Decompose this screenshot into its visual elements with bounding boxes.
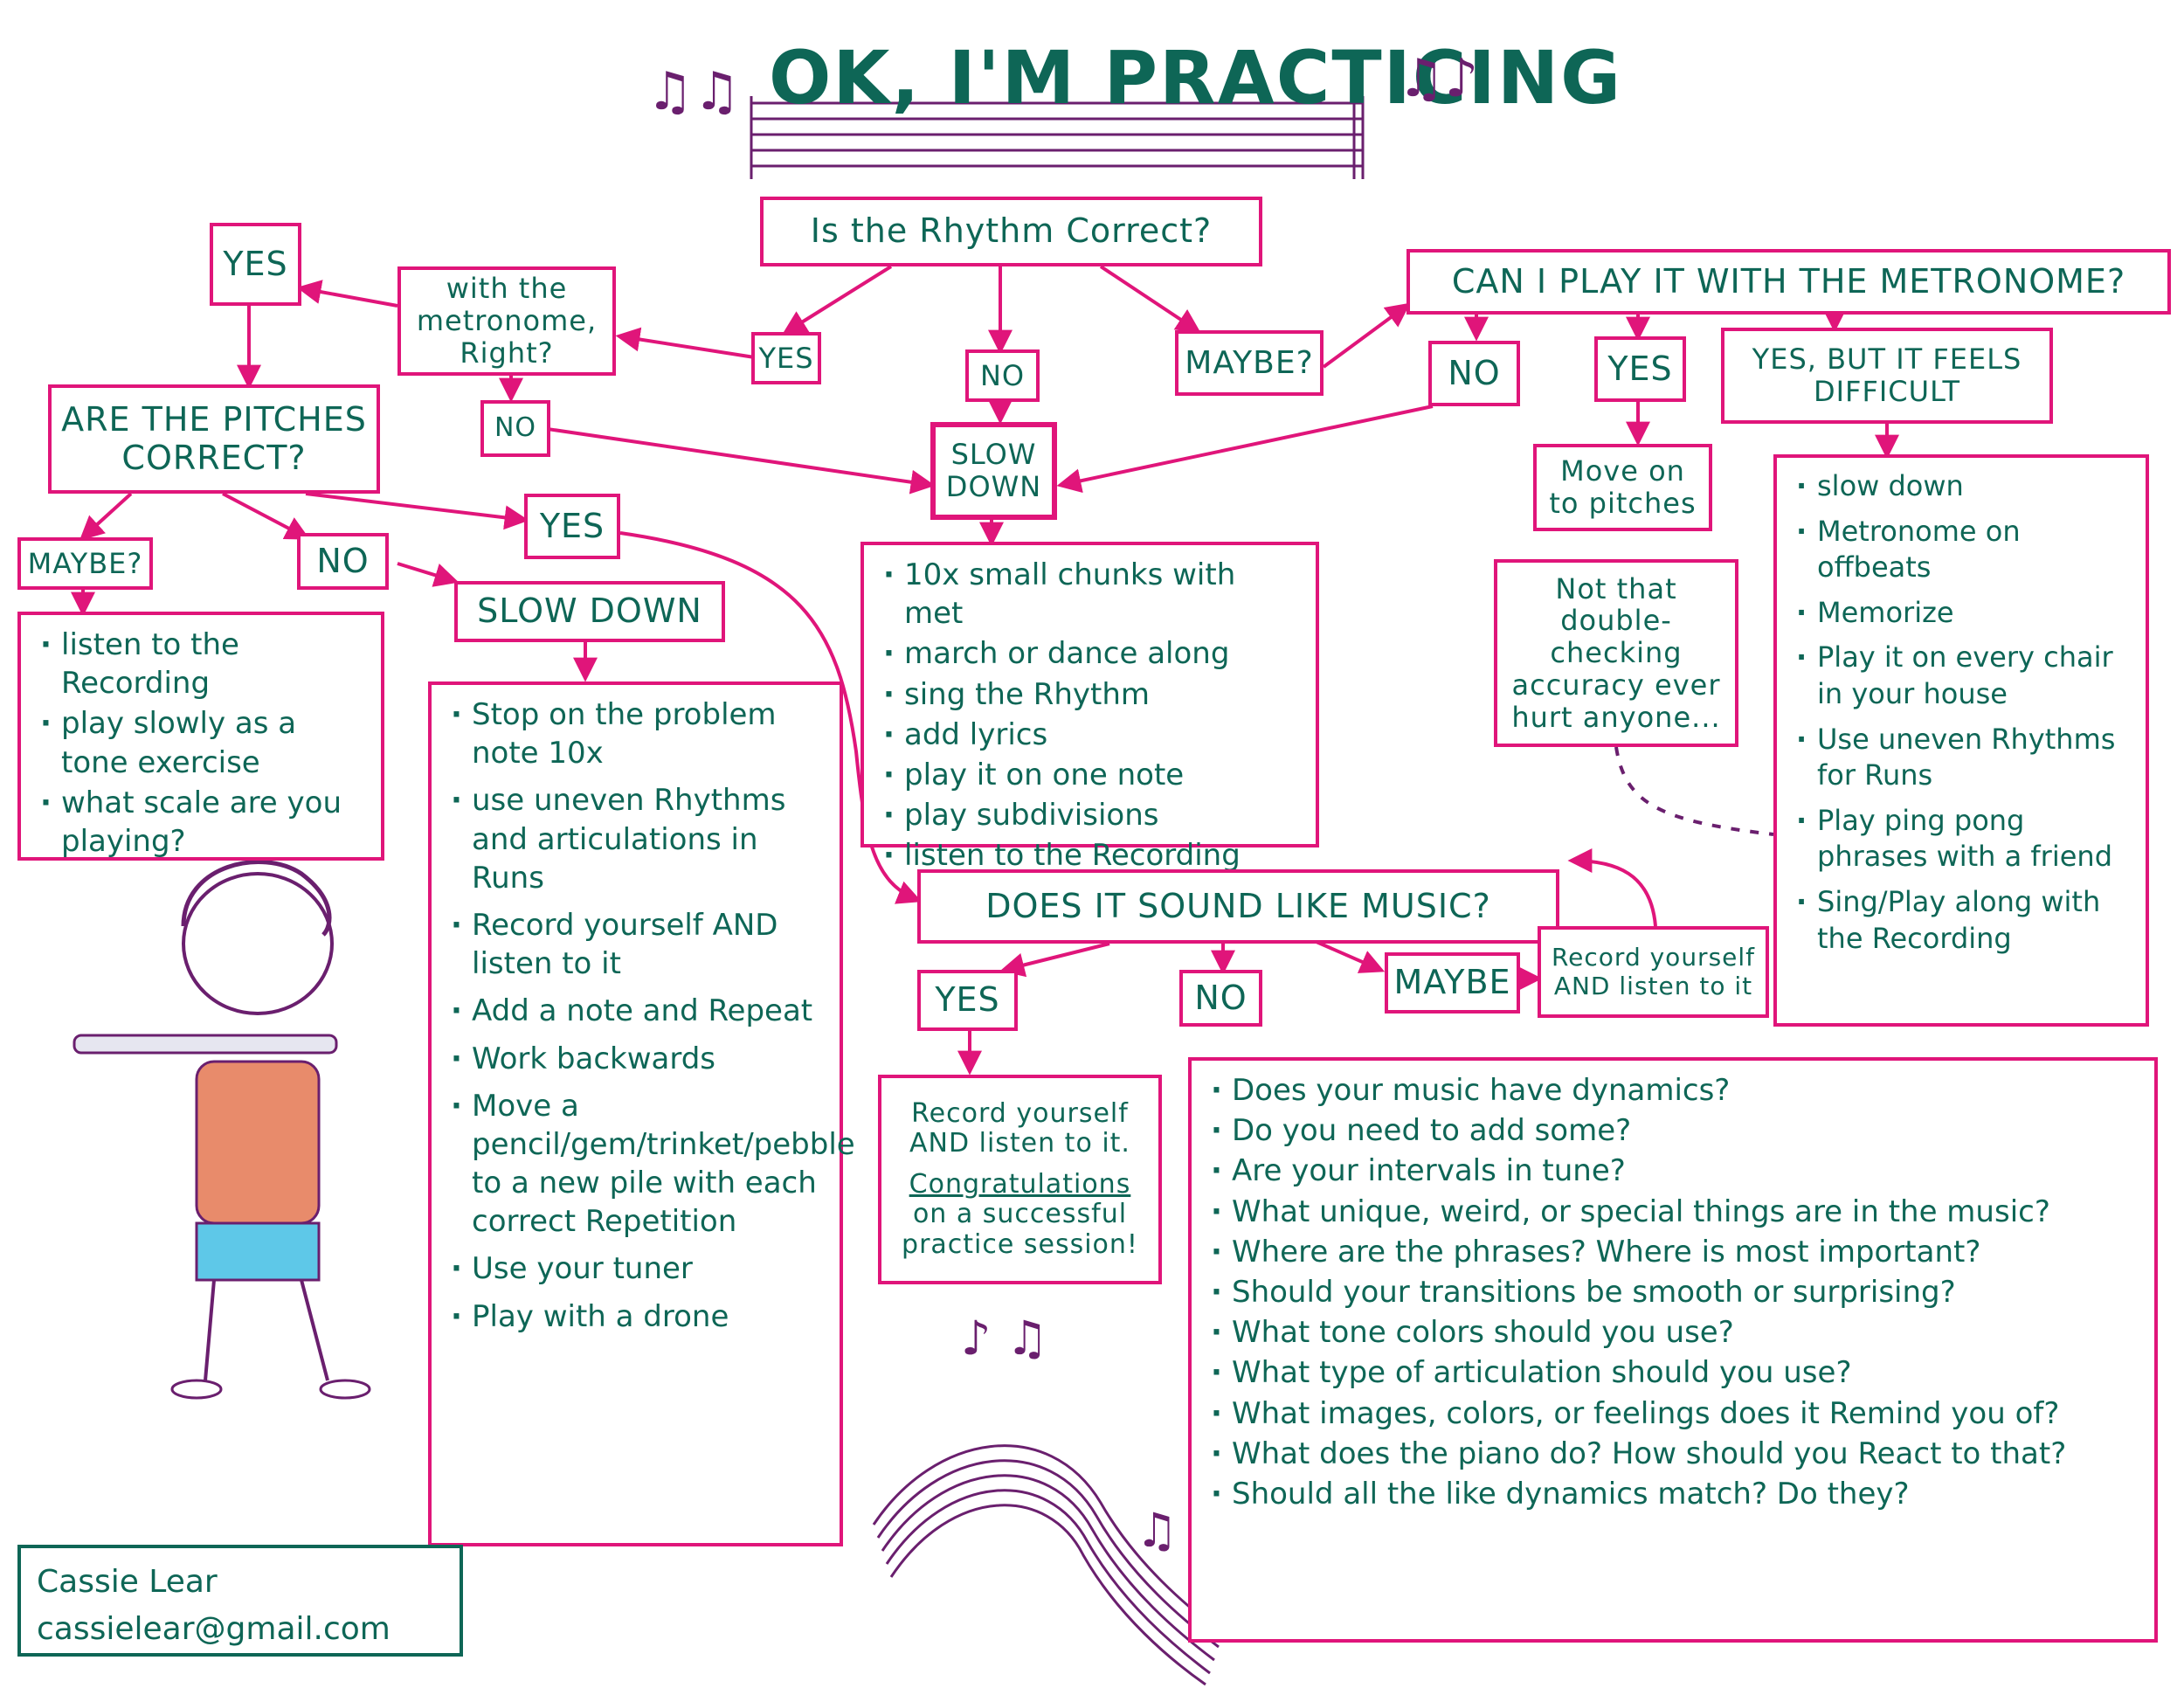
list-item: What images, colors, or feelings does it…: [1211, 1394, 2139, 1433]
list-item: Are your intervals in tune?: [1211, 1152, 2139, 1190]
list-item: sing the Rhythm: [883, 675, 1300, 714]
list-item: play slowly as a tone exercise: [40, 704, 365, 781]
congrats-heading: Congratulations: [909, 1168, 1131, 1200]
list-item: Play it on every chair in your house: [1796, 640, 2130, 712]
list-item: Use uneven Rhythms for Runs: [1796, 722, 2130, 794]
list-item: use uneven Rhythms and articulations in …: [451, 781, 824, 897]
pitches-question: ARE THE PITCHES CORRECT?: [48, 384, 380, 494]
list-item: Does your music have dynamics?: [1211, 1071, 2139, 1110]
no-music-node: NO: [1179, 970, 1262, 1027]
rhythm-center-list: 10x small chunks with met march or dance…: [860, 542, 1319, 875]
list-item: What does the piano do? How should you R…: [1211, 1435, 2139, 1473]
page-title: OK, I'M PRACTICING: [769, 35, 1623, 121]
contact-box: Cassie Lear cassielear@gmail.com: [17, 1545, 463, 1657]
list-item: Stop on the problem note 10x: [451, 695, 824, 772]
maybe-rhythm-node: MAYBE?: [1175, 330, 1324, 396]
maybe-pitch-node: MAYBE?: [17, 537, 153, 590]
slow-down-left-node: SLOW DOWN: [454, 581, 725, 642]
list-item: what scale are you playing?: [40, 784, 365, 861]
list-item: Metronome on offbeats: [1796, 514, 2130, 586]
record-yes-text: Record yourself AND listen to it.: [909, 1097, 1130, 1159]
yes-rhythm-node: YES: [751, 332, 821, 384]
list-item: What unique, weird, or special things ar…: [1211, 1193, 2139, 1231]
difficult-list: slow down Metronome on offbeats Memorize…: [1773, 454, 2149, 1027]
dynamics-list: Does your music have dynamics? Do you ne…: [1188, 1057, 2158, 1643]
music-notes-icon-bottom: ♪ ♫: [961, 1311, 1049, 1366]
music-notes-icon: ♫♫: [646, 61, 741, 122]
list-item: play it on one note: [883, 756, 1300, 794]
no-metronome-node: NO: [1428, 341, 1520, 406]
list-item: Sing/Play along with the Recording: [1796, 884, 2130, 957]
list-item: listen to the Recording: [883, 836, 1300, 875]
slow-down-center-node: SLOW DOWN: [930, 422, 1057, 520]
rhythm-question: Is the Rhythm Correct?: [760, 197, 1262, 266]
list-item: What tone colors should you use?: [1211, 1313, 2139, 1352]
no-pitch-node: NO: [297, 533, 389, 590]
list-item: Use your tuner: [451, 1249, 824, 1288]
yes-difficult-node: YES, BUT IT FEELS DIFFICULT: [1721, 328, 2053, 424]
metronome-question: CAN I PLAY IT WITH THE METRONOME?: [1406, 249, 2171, 315]
list-item: Should your transitions be smooth or sur…: [1211, 1273, 2139, 1311]
flute-player-illustration: [73, 860, 371, 1400]
no-metronome-check-node: NO: [480, 400, 550, 457]
list-item: Move a pencil/gem/trinket/pebble to a ne…: [451, 1087, 855, 1242]
congrats-text: on a successful practice session!: [902, 1199, 1138, 1260]
contact-email[interactable]: cassielear@gmail.com: [37, 1611, 390, 1647]
list-item: Play ping pong phrases with a friend: [1796, 803, 2130, 875]
contact-name: Cassie Lear: [37, 1564, 218, 1600]
list-item: What type of articulation should you use…: [1211, 1353, 2139, 1392]
yes-music-node: YES: [917, 970, 1018, 1031]
maybe-music-node: MAYBE: [1385, 952, 1520, 1013]
record-yes-node: Record yourself AND listen to it. Congra…: [878, 1075, 1162, 1284]
list-item: Record yourself AND listen to it: [451, 906, 824, 983]
double-check-node: Not that double-checking accuracy ever h…: [1494, 559, 1738, 747]
yes-pitch-node: YES: [524, 494, 620, 559]
with-metronome-node: with the metronome, Right?: [397, 266, 616, 376]
move-on-node: Move on to pitches: [1533, 444, 1712, 531]
slow-down-left-list: Stop on the problem note 10x use uneven …: [428, 681, 855, 1546]
list-item: Add a note and Repeat: [451, 992, 824, 1030]
pitch-maybe-list: listen to the Recording play slowly as a…: [17, 612, 384, 861]
list-item: Should all the like dynamics match? Do t…: [1211, 1475, 2139, 1513]
yes-top-node: YES: [210, 223, 301, 306]
no-rhythm-node: NO: [965, 349, 1040, 402]
list-item: play subdivisions: [883, 796, 1300, 834]
list-item: add lyrics: [883, 716, 1300, 754]
list-item: march or dance along: [883, 634, 1300, 673]
list-item: 10x small chunks with met: [883, 556, 1300, 633]
music-notes-icon-right: ♫♪: [1398, 48, 1479, 109]
list-item: Work backwards: [451, 1040, 824, 1078]
yes-metronome-node: YES: [1594, 336, 1686, 402]
record-maybe-node: Record yourself AND listen to it: [1538, 926, 1769, 1018]
list-item: Memorize: [1796, 595, 2130, 632]
list-item: Where are the phrases? Where is most imp…: [1211, 1233, 2139, 1271]
list-item: slow down: [1796, 468, 2130, 505]
list-item: listen to the Recording: [40, 626, 365, 702]
music-notes-icon-bottom-right: ♫: [1136, 1503, 1178, 1558]
list-item: Play with a drone: [451, 1297, 824, 1336]
list-item: Do you need to add some?: [1211, 1111, 2139, 1150]
music-question: DOES IT SOUND LIKE MUSIC?: [917, 869, 1559, 944]
